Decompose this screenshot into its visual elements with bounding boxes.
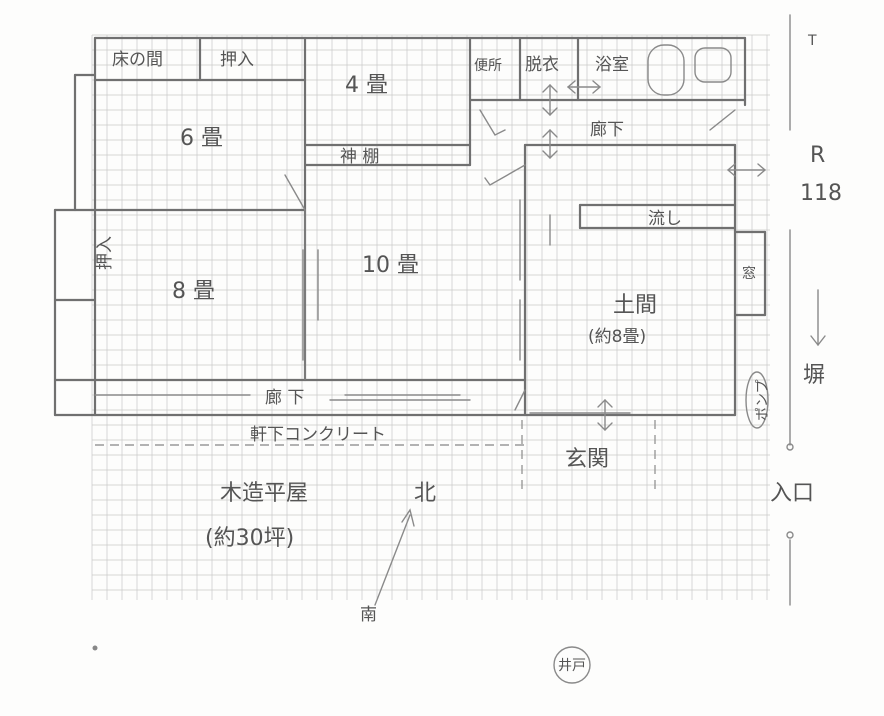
- room-10-label: 10 畳: [362, 253, 419, 278]
- room-6-label: 6 畳: [180, 126, 223, 151]
- rouka-top-label: 廊下: [590, 120, 624, 140]
- building-title: 木造平屋: [220, 481, 308, 506]
- rouka-bottom-label: 廊 下: [265, 388, 304, 408]
- yokushitsu-label: 浴室: [595, 55, 629, 75]
- tokonoma-label: 床の間: [112, 50, 163, 70]
- ido-label: 井戸: [558, 658, 586, 674]
- room-labels: 床の間 押入 4 畳 便所 脱衣 浴室 6 畳 神 棚 廊下 流し 押入 8 畳…: [95, 50, 771, 472]
- road-number: 118: [800, 181, 842, 206]
- road-code: R: [810, 143, 825, 168]
- iriguchi-label: 入口: [770, 481, 814, 506]
- movement-arrows: [529, 80, 767, 431]
- door-marks: [284, 109, 736, 411]
- top-mark: T: [807, 33, 817, 49]
- genkan-label: 玄関: [565, 447, 609, 472]
- benjo-label: 便所: [474, 58, 502, 74]
- oshiire-top-label: 押入: [220, 50, 254, 70]
- building-area: (約30坪): [205, 526, 294, 551]
- room-8-label: 8 畳: [172, 279, 215, 304]
- kamidana-label: 神 棚: [340, 147, 379, 167]
- bath-fixtures: [647, 44, 732, 96]
- doma-size-label: (約8畳): [588, 327, 646, 347]
- graph-paper-grid: [91, 34, 770, 600]
- exterior-lines: [92, 14, 826, 684]
- hei-label: 塀: [803, 363, 825, 388]
- nokishita-label: 軒下コンクリート: [250, 425, 386, 445]
- north-label: 北: [414, 481, 436, 506]
- doma-label: 土間: [613, 293, 657, 318]
- mado-label: 窓: [742, 265, 756, 282]
- datsui-label: 脱衣: [525, 55, 559, 75]
- nagashi-label: 流し: [648, 209, 682, 229]
- oshiire-left-label: 押入: [95, 236, 115, 270]
- site-labels: 北 南 R 118 塀 入口 井戸 T: [360, 33, 842, 674]
- south-label: 南: [360, 605, 377, 625]
- room-4-label: 4 畳: [345, 73, 388, 98]
- pump-label: ポンプ: [755, 379, 771, 421]
- building-info: 木造平屋 (約30坪): [205, 481, 308, 551]
- building-walls: [53, 36, 767, 417]
